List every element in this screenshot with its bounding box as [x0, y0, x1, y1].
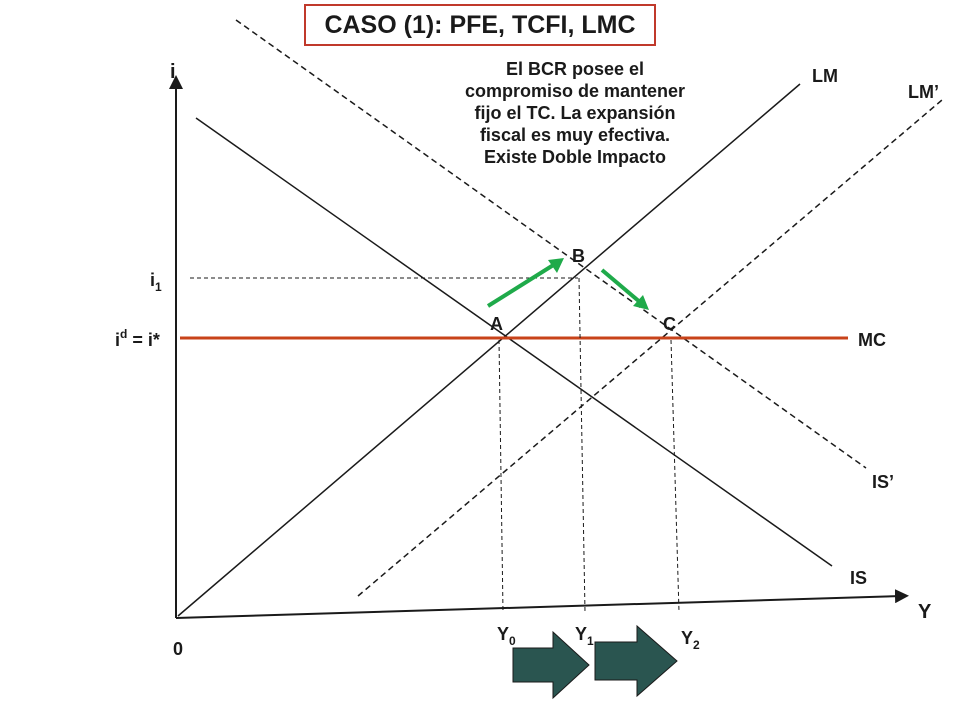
y0-tick-label: Y0 — [497, 624, 516, 648]
origin-label: 0 — [173, 639, 183, 659]
point-b-label: B — [572, 246, 585, 266]
lm-prime-curve — [357, 99, 943, 597]
lm-curve — [177, 83, 801, 617]
y0-guide-line — [498, 339, 504, 613]
block-arrow-left — [512, 630, 590, 700]
is-prime-label: IS’ — [872, 472, 894, 492]
x-axis-label: Y — [918, 601, 932, 623]
y1-tick-label: Y1 — [575, 624, 594, 648]
page-title: CASO (1): PFE, TCFI, LMC — [324, 10, 636, 39]
y1-guide-line — [578, 277, 586, 613]
note-line: El BCR posee el — [505, 59, 645, 79]
point-c-label: C — [663, 314, 676, 334]
note-line: fijo el TC. La expansión — [474, 103, 676, 123]
y-axis-label: i — [170, 61, 176, 83]
lm-prime-label: LM’ — [908, 82, 939, 102]
note-line: fiscal es muy efectiva. — [479, 125, 671, 145]
lm-label: LM — [812, 66, 838, 86]
arrow-a-to-b — [486, 258, 564, 308]
mc-label: MC — [858, 330, 886, 350]
y2-tick-label: Y2 — [681, 628, 700, 652]
block-arrow-right — [594, 624, 678, 698]
is-prime-curve — [235, 19, 867, 469]
is-label: IS — [850, 568, 867, 588]
title-box: CASO (1): PFE, TCFI, LMC — [304, 4, 656, 46]
i1-tick-label: i1 — [150, 270, 162, 294]
point-a-label: A — [490, 314, 503, 334]
id-tick-label: id = i* — [115, 327, 160, 350]
note-line: Existe Doble Impacto — [483, 147, 667, 167]
x-axis — [175, 589, 909, 619]
explanation-note: El BCR posee el compromiso de mantener f… — [425, 58, 725, 168]
arrow-b-to-c — [600, 268, 649, 310]
is-curve — [195, 117, 833, 567]
note-line: compromiso de mantener — [464, 81, 686, 101]
y2-guide-line — [670, 339, 680, 613]
